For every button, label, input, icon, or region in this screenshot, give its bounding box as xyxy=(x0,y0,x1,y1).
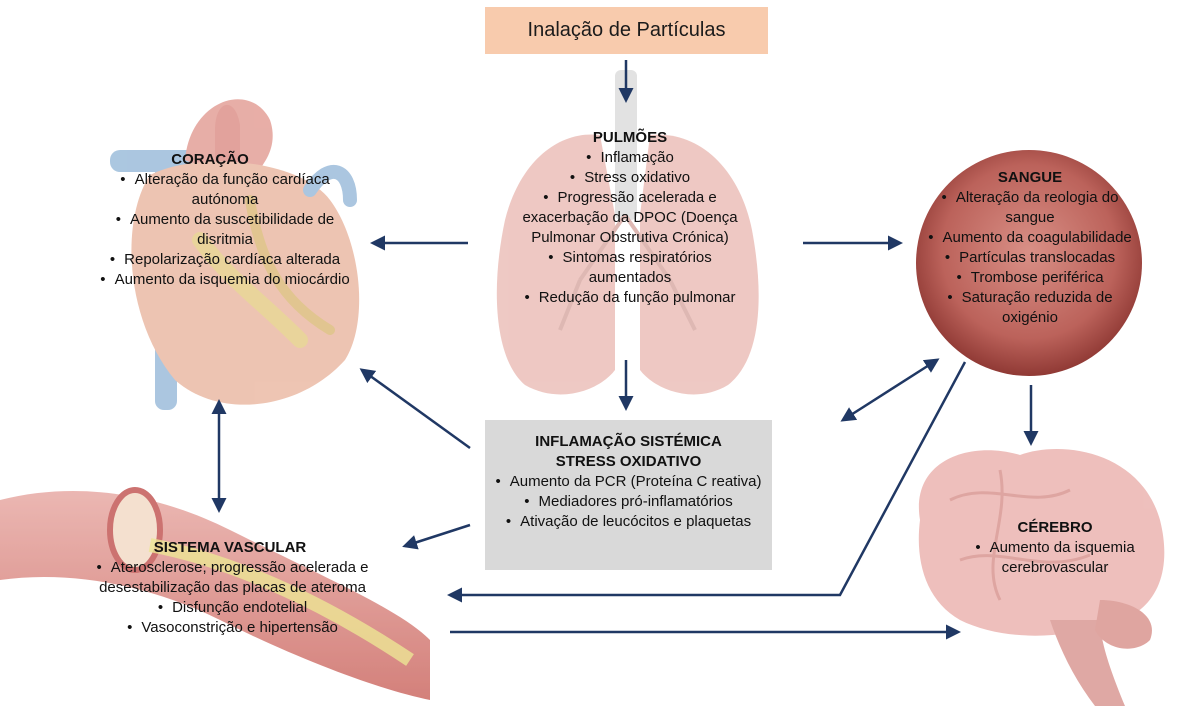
brain-heading: CÉREBRO xyxy=(955,518,1155,538)
lungs-item: •Inflamação xyxy=(505,148,755,168)
vascular-block: SISTEMA VASCULAR •Aterosclerose; progres… xyxy=(60,538,405,638)
blood-item: •Alteração da reologia do sangue xyxy=(920,188,1140,228)
systemic-item: •Ativação de leucócitos e plaquetas xyxy=(490,512,767,532)
brain-block: CÉREBRO •Aumento da isquemia cerebrovasc… xyxy=(955,518,1155,578)
lungs-item: •Stress oxidativo xyxy=(505,168,755,188)
systemic-heading-2: STRESS OXIDATIVO xyxy=(490,452,767,472)
blood-heading: SANGUE xyxy=(920,168,1140,188)
heart-item: •Aumento da isquemia do miocárdio xyxy=(95,270,355,290)
heart-item: •Aumento da suscetibilidade de disritmia xyxy=(95,210,355,250)
blood-list: •Alteração da reologia do sangue •Aument… xyxy=(920,188,1140,328)
blood-block: SANGUE •Alteração da reologia do sangue … xyxy=(920,168,1140,328)
title-box: Inalação de Partículas xyxy=(485,7,768,54)
blood-item: •Aumento da coagulabilidade xyxy=(920,228,1140,248)
brain-list: •Aumento da isquemia cerebrovascular xyxy=(955,538,1155,578)
lungs-item: •Sintomas respiratórios aumentados xyxy=(505,248,755,288)
lungs-item: •Redução da função pulmonar xyxy=(505,288,755,308)
lungs-heading: PULMÕES xyxy=(505,128,755,148)
systemic-block: INFLAMAÇÃO SISTÉMICA STRESS OXIDATIVO •A… xyxy=(490,432,767,532)
arrow-systemic-to-vascular xyxy=(405,525,470,546)
brain-item: •Aumento da isquemia cerebrovascular xyxy=(955,538,1155,578)
lungs-list: •Inflamação •Stress oxidativo •Progressã… xyxy=(505,148,755,308)
systemic-item: •Mediadores pró-inflamatórios xyxy=(490,492,767,512)
vascular-item: •Aterosclerose; progressão acelerada e d… xyxy=(60,558,405,598)
heart-block: CORAÇÃO •Alteração da função cardíaca au… xyxy=(95,150,355,290)
blood-item: •Saturação reduzida de oxigénio xyxy=(920,288,1140,328)
systemic-heading-1: INFLAMAÇÃO SISTÉMICA xyxy=(490,432,767,452)
systemic-list: •Aumento da PCR (Proteína C reativa) •Me… xyxy=(490,472,767,532)
vascular-heading: SISTEMA VASCULAR xyxy=(55,538,405,558)
systemic-item: •Aumento da PCR (Proteína C reativa) xyxy=(490,472,767,492)
blood-item: •Partículas translocadas xyxy=(920,248,1140,268)
vascular-item: •Vasoconstrição e hipertensão xyxy=(60,618,405,638)
arrow-systemic-blood xyxy=(843,360,937,420)
lungs-block: PULMÕES •Inflamação •Stress oxidativo •P… xyxy=(505,128,755,308)
heart-item: •Alteração da função cardíaca autónoma xyxy=(95,170,355,210)
arrow-systemic-to-heart xyxy=(362,370,470,448)
heart-item: •Repolarização cardíaca alterada xyxy=(95,250,355,270)
lungs-item: •Progressão acelerada e exacerbação da D… xyxy=(505,188,755,248)
vascular-item: •Disfunção endotelial xyxy=(60,598,405,618)
heart-heading: CORAÇÃO xyxy=(65,150,355,170)
title-text: Inalação de Partículas xyxy=(528,19,726,42)
vascular-list: •Aterosclerose; progressão acelerada e d… xyxy=(60,558,405,638)
blood-item: •Trombose periférica xyxy=(920,268,1140,288)
heart-list: •Alteração da função cardíaca autónoma •… xyxy=(95,170,355,290)
